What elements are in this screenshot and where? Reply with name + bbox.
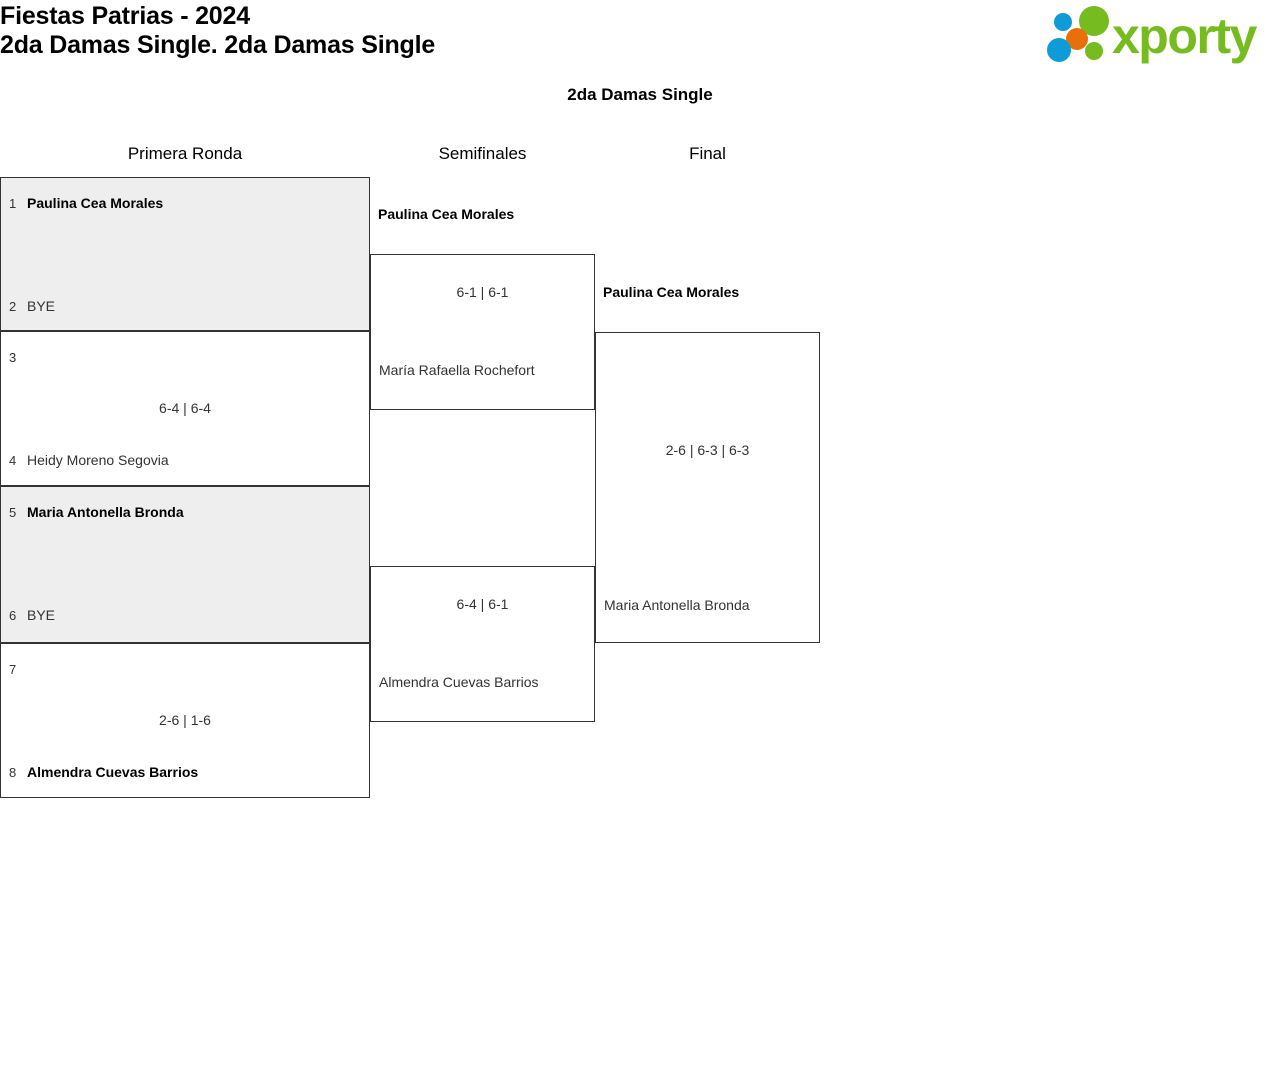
round-header-final: Final xyxy=(689,144,726,163)
seed-number: 2 xyxy=(9,298,17,314)
seed-number: 5 xyxy=(9,504,17,520)
player-name: Almendra Cuevas Barrios xyxy=(27,764,199,780)
match-score: 2-6 | 6-3 | 6-3 xyxy=(665,442,750,458)
match-slot-player[interactable]: 1 Paulina Cea Morales xyxy=(1,193,163,213)
player-name: María Rafaella Rochefort xyxy=(379,362,535,378)
match-box-sf1[interactable]: 6-1 | 6-1 María Rafaella Rochefort xyxy=(370,254,595,410)
seed-number: 1 xyxy=(9,195,17,211)
seed-number: 8 xyxy=(9,764,17,780)
match-score: 2-6 | 1-6 xyxy=(159,712,211,728)
match-slot-player[interactable]: 3 xyxy=(1,347,27,367)
match-box-r1-m2[interactable]: 3 4 Heidy Moreno Segovia 6-4 | 6-4 xyxy=(0,331,370,486)
player-name: Maria Antonella Bronda xyxy=(27,504,184,520)
match-score: 6-1 | 6-1 xyxy=(456,284,509,300)
match-slot-player[interactable]: 6 BYE xyxy=(1,605,55,625)
player-name: Heidy Moreno Segovia xyxy=(27,452,169,468)
final-bottom-player[interactable]: Maria Antonella Bronda xyxy=(596,595,750,615)
player-name: Paulina Cea Morales xyxy=(378,206,515,222)
seed-number: 3 xyxy=(9,349,17,365)
bracket-title: 2da Damas Single xyxy=(0,85,1280,105)
seed-number: 6 xyxy=(9,607,17,623)
match-box-r1-m4[interactable]: 7 8 Almendra Cuevas Barrios 2-6 | 1-6 xyxy=(0,643,370,798)
match-slot-player[interactable]: 5 Maria Antonella Bronda xyxy=(1,502,184,522)
page-header: Fiestas Patrias - 2024 2da Damas Single.… xyxy=(0,0,1280,75)
semifinal-1-bottom-player[interactable]: María Rafaella Rochefort xyxy=(371,360,535,380)
player-name: Maria Antonella Bronda xyxy=(604,597,750,613)
match-box-sf2[interactable]: 6-4 | 6-1 Almendra Cuevas Barrios xyxy=(370,566,595,722)
seed-number: 4 xyxy=(9,452,17,468)
match-box-r1-m1[interactable]: 1 Paulina Cea Morales 2 BYE xyxy=(0,177,370,331)
xporty-wordmark: xporty xyxy=(1112,8,1257,64)
match-box-final[interactable]: 2-6 | 6-3 | 6-3 Maria Antonella Bronda xyxy=(595,332,820,643)
player-name: Paulina Cea Morales xyxy=(27,195,164,211)
player-name: BYE xyxy=(27,298,56,314)
match-slot-player[interactable]: 2 BYE xyxy=(1,296,55,316)
xporty-dots-icon xyxy=(1047,6,1109,62)
semifinal-2-bottom-player[interactable]: Almendra Cuevas Barrios xyxy=(371,672,539,692)
xporty-logo[interactable]: xporty xyxy=(1046,6,1276,66)
semifinal-1-top-player[interactable]: Paulina Cea Morales xyxy=(370,204,595,224)
seed-number: 7 xyxy=(9,661,17,677)
match-slot-player[interactable]: 8 Almendra Cuevas Barrios xyxy=(1,762,198,782)
match-box-r1-m3[interactable]: 5 Maria Antonella Bronda 6 BYE xyxy=(0,486,370,643)
page-title: Fiestas Patrias - 2024 2da Damas Single.… xyxy=(0,2,436,59)
match-score: 6-4 | 6-1 xyxy=(456,596,509,612)
round-header-primera-ronda: Primera Ronda xyxy=(127,144,243,163)
final-top-player[interactable]: Paulina Cea Morales xyxy=(595,282,820,302)
round-header-semifinales: Semifinales xyxy=(438,144,527,163)
match-slot-player[interactable]: 7 xyxy=(1,659,27,679)
match-score: 6-4 | 6-4 xyxy=(159,400,211,416)
player-name: Paulina Cea Morales xyxy=(603,284,740,300)
semifinal-2-top-player[interactable] xyxy=(370,516,595,536)
player-name: BYE xyxy=(27,607,56,623)
bracket-title-text: 2da Damas Single xyxy=(567,85,713,104)
match-slot-player[interactable]: 4 Heidy Moreno Segovia xyxy=(1,450,169,470)
player-name: Almendra Cuevas Barrios xyxy=(379,674,539,690)
